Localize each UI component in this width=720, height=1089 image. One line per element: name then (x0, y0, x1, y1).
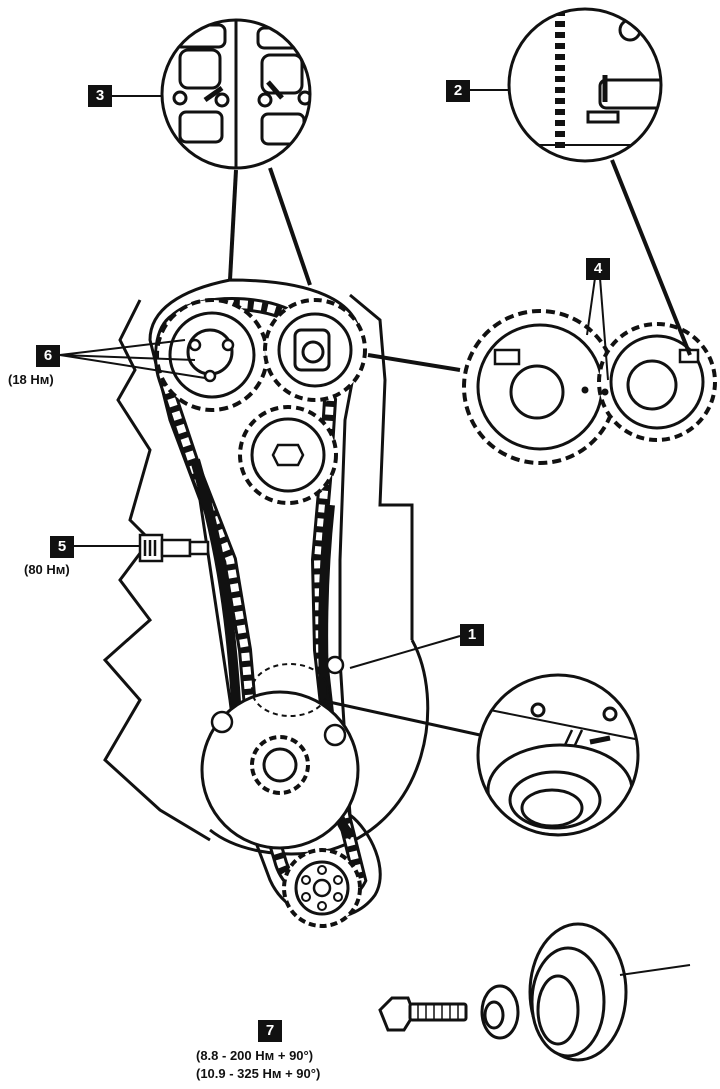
marking-zone (251, 663, 329, 717)
callout-3: 3 (88, 85, 112, 107)
camshaft-detail-view (160, 18, 312, 170)
torque-label-7a: (8.8 - 200 Нм + 90°) (196, 1048, 314, 1063)
idler-gear (238, 405, 338, 505)
intake-cam-sprocket (155, 298, 269, 412)
torque-label-6: (18 Нм) (8, 372, 54, 387)
timing-cover (148, 278, 382, 920)
oil-pump-sprocket (282, 848, 362, 928)
crankshaft-mark-detail-view (476, 673, 640, 837)
callout-1: 1 (460, 624, 484, 646)
crankshaft-pulley-assembly (378, 922, 691, 1062)
chain-mark-detail-view (507, 7, 663, 163)
exhaust-cam-sprocket (263, 298, 367, 402)
crankshaft-sprocket (200, 655, 360, 850)
callout-4: 4 (586, 258, 610, 280)
callout-6: 6 (36, 345, 60, 367)
callout-5: 5 (50, 536, 74, 558)
callout-7: 7 (258, 1020, 282, 1042)
camshaft-sprockets-alignment-view (462, 309, 717, 465)
engine-block-outline (102, 293, 430, 856)
leader-lines (59, 89, 692, 737)
torque-label-5: (80 Нм) (24, 562, 70, 577)
torque-label-7b: (10.9 - 325 Нм + 90°) (196, 1066, 321, 1081)
callout-2: 2 (446, 80, 470, 102)
chain-tensioner (138, 533, 210, 563)
